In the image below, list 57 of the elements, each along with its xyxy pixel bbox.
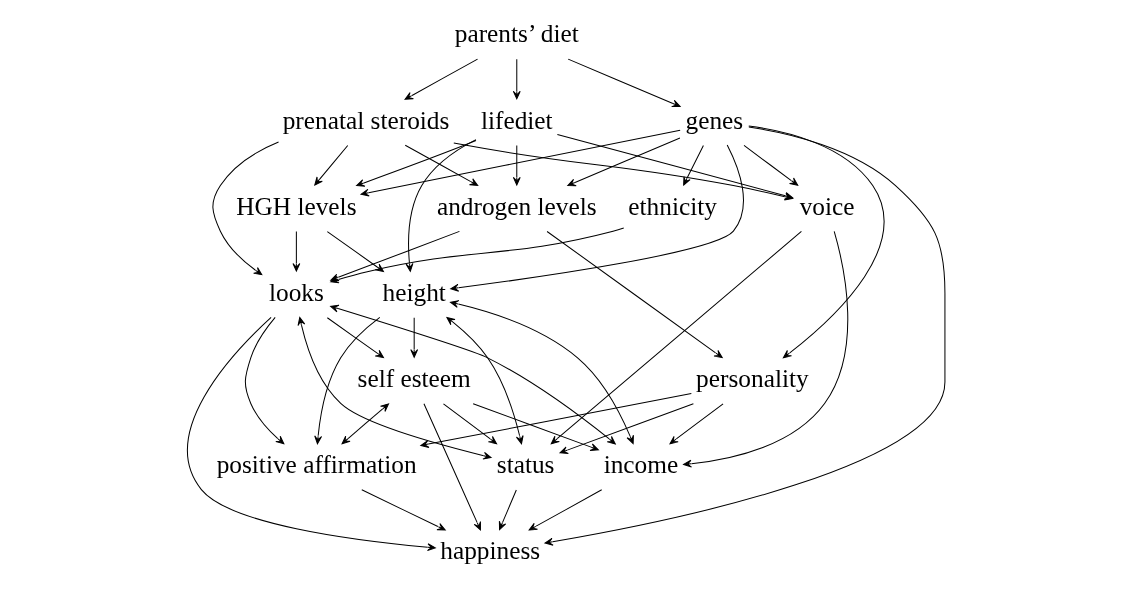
node-text: income: [603, 450, 678, 479]
arrow: [313, 144, 348, 186]
arrow: [682, 144, 704, 186]
arrow: [546, 230, 723, 359]
arrow: [743, 144, 798, 186]
node-text: prenatal steroids: [282, 105, 449, 134]
node-text: voice: [799, 191, 855, 220]
arrow: [329, 304, 616, 445]
arrow: [313, 316, 380, 445]
arrow: [422, 403, 481, 531]
node-text: positive affirmation: [216, 450, 417, 479]
arrow: [449, 300, 634, 445]
node-text: status: [496, 450, 554, 479]
arrow: [442, 403, 497, 445]
arrow: [291, 231, 300, 272]
node-text: personality: [695, 363, 809, 392]
node-text: HGH levels: [235, 191, 357, 220]
arrow: [566, 137, 680, 187]
node-text: self esteem: [357, 363, 471, 392]
arrow: [452, 142, 793, 201]
node-text: genes: [685, 105, 743, 134]
arrow: [669, 403, 724, 445]
arrow: [341, 403, 389, 445]
arrow: [567, 58, 681, 108]
arrow: [211, 141, 279, 276]
arrow: [544, 126, 945, 546]
arrow: [355, 140, 477, 187]
arrow: [550, 230, 802, 445]
arrow: [512, 144, 521, 186]
arrow: [498, 489, 517, 531]
arrow: [360, 129, 681, 197]
arrow: [682, 230, 848, 468]
node-text: parents’ diet: [454, 19, 579, 48]
arrow: [445, 316, 524, 445]
node-text: ethnicity: [627, 191, 717, 220]
arrow: [409, 317, 418, 358]
arrow: [449, 144, 744, 292]
node-text: lifediet: [480, 105, 553, 134]
arrow: [472, 403, 599, 451]
arrow: [512, 58, 521, 100]
arrow: [556, 133, 793, 200]
arrow: [326, 317, 384, 359]
arrow: [747, 125, 884, 359]
node-text: androgen levels: [436, 191, 597, 220]
arrow: [297, 316, 492, 460]
arrow: [404, 144, 478, 186]
arrow: [419, 393, 692, 448]
node-text: height: [382, 277, 446, 306]
arrow: [186, 316, 436, 552]
node-text: looks: [268, 277, 324, 306]
arrow: [559, 403, 694, 454]
arrow: [404, 58, 478, 100]
arrow: [360, 489, 446, 531]
node-text: happiness: [439, 536, 540, 565]
arrow: [405, 139, 476, 272]
arrow: [244, 316, 284, 445]
arrow: [528, 489, 602, 531]
